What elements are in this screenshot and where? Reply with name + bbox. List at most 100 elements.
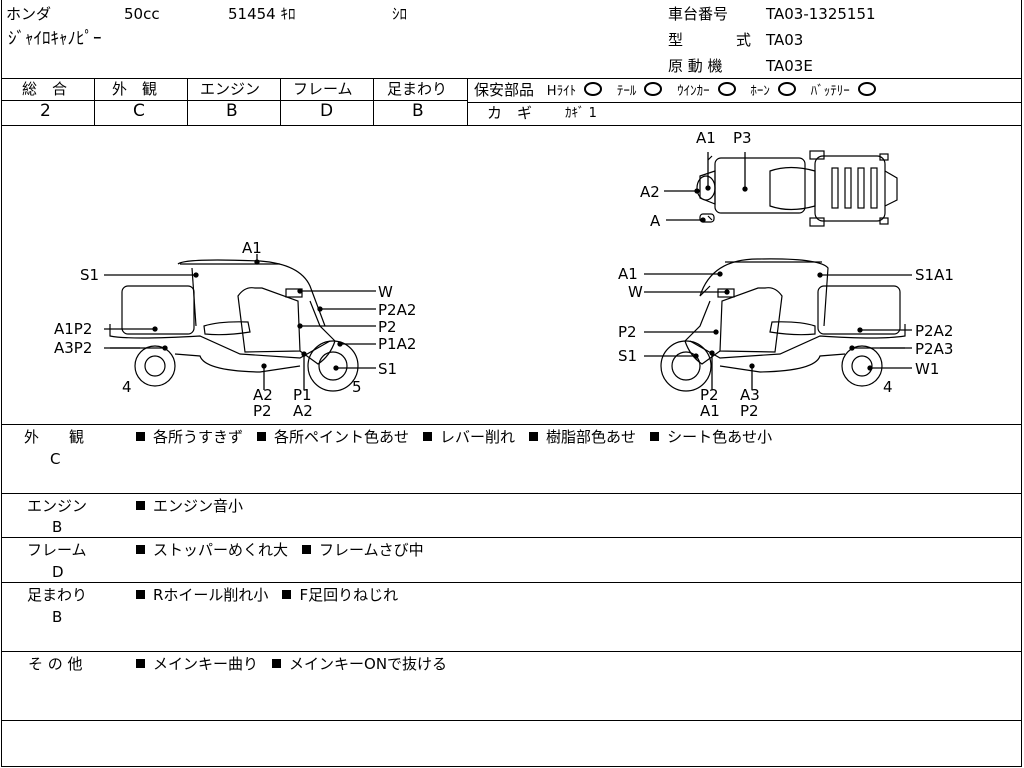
remark-items: ストッパーめくれ大 フレームさび中: [136, 541, 438, 559]
safety-item-winker: ｳｲﾝｶｰ: [677, 84, 710, 99]
safety-item-headlight: Hﾗｲﾄ: [546, 84, 577, 99]
divider: [468, 102, 1022, 103]
label-left-p2b: P2: [253, 402, 272, 420]
remark-item: ストッパーめくれ大: [153, 541, 289, 559]
divider: [187, 78, 188, 125]
circle-check-icon: [584, 82, 603, 96]
remark-items: 各所うすきず各所ペイント色あせレバー削れ樹脂部色あせシート色あせ小: [136, 428, 786, 446]
remark-grade: B: [52, 608, 63, 626]
bullet-icon: [136, 659, 145, 668]
remark-label: 外 観: [24, 428, 85, 446]
remark-items: エンジン音小: [136, 497, 257, 515]
label-right-s1a1: S1A1: [915, 266, 954, 284]
remark-grade: D: [52, 563, 64, 581]
bullet-icon: [423, 432, 433, 441]
label-left-4: 4: [122, 378, 132, 396]
label-left-5: 5: [352, 378, 362, 396]
label-left-s1: S1: [80, 266, 99, 284]
label-left-a1p2: A1P2: [54, 320, 92, 338]
remark-items: Rホイール削れ小 F足回りねじれ: [136, 586, 412, 604]
bullet-icon: [272, 659, 282, 668]
remark-label: そ の 他: [28, 655, 83, 673]
remark-items: メインキー曲りメインキーONで抜ける: [136, 655, 461, 673]
divider: [1, 100, 468, 101]
bullet-icon: [136, 590, 145, 599]
remark-item: F足回りねじれ: [299, 586, 399, 604]
bullet-icon: [302, 545, 312, 554]
remark-label: エンジン: [27, 497, 88, 515]
remark-item: Rホイール削れ小: [153, 586, 269, 604]
label-left-p1a2: P1A2: [378, 335, 416, 353]
exterior-label: 外 観: [112, 80, 158, 98]
divider: [467, 78, 468, 125]
overall-label: 総 合: [22, 80, 68, 98]
divider: [1, 720, 1022, 721]
safety-parts-row: 保安部品 Hﾗｲﾄ ﾃｰﾙ ｳｲﾝｶｰ ﾎｰﾝ ﾊﾞｯﾃﾘｰ: [474, 81, 886, 101]
remark-item: 各所うすきず: [153, 428, 244, 446]
label-right-w: W: [628, 283, 643, 301]
divider: [280, 78, 281, 125]
label-left-p1: P1: [293, 386, 312, 404]
label-right-4: 4: [883, 378, 893, 396]
frame-no-value: TA03-1325151: [766, 5, 876, 23]
remark-item: シート色あせ小: [667, 428, 773, 446]
divider: [1, 493, 1022, 494]
label-left-a2: A2: [253, 386, 273, 404]
engine-grade-label: エンジン: [200, 80, 261, 98]
divider: [1, 125, 1022, 126]
model-name: ｼﾞｬｲﾛｷｬﾉﾋﾟｰ: [8, 29, 102, 49]
remark-item: レバー削れ: [440, 428, 516, 446]
remark-label: 足まわり: [27, 586, 88, 604]
label-right-p2a3: P2A3: [915, 340, 953, 358]
label-right-w1: W1: [915, 360, 939, 378]
divider: [94, 78, 95, 125]
label-right-a3: A3: [740, 386, 760, 404]
divider: [1, 582, 1022, 583]
divider: [1, 424, 1022, 425]
color: ｼﾛ: [392, 5, 408, 23]
label-right-a1b: A1: [700, 402, 720, 420]
key-value: ｶｷﾞ 1: [565, 106, 597, 121]
label-right-p2a2: P2A2: [915, 322, 953, 340]
engine-label: 原 動 機: [668, 57, 723, 75]
label-right-s1: S1: [618, 347, 637, 365]
suspension-grade: B: [412, 101, 424, 121]
bullet-icon: [136, 432, 145, 441]
type-label-2: 式: [736, 31, 752, 49]
label-left-a3p2: A3P2: [54, 339, 92, 357]
safety-parts-label: 保安部品: [474, 81, 535, 99]
bullet-icon: [257, 432, 267, 441]
circle-check-icon: [777, 82, 796, 96]
divider: [1, 78, 1022, 79]
exterior-grade: C: [133, 101, 145, 121]
label-left-a2b: A2: [293, 402, 313, 420]
remark-grade: C: [50, 450, 61, 468]
bullet-icon: [529, 432, 539, 441]
frame-grade: D: [320, 101, 334, 121]
remark-grade: B: [52, 518, 63, 536]
remark-item: エンジン音小: [153, 497, 244, 515]
label-right-a1: A1: [618, 265, 638, 283]
divider: [1, 537, 1022, 538]
label-left-p2a2: P2A2: [378, 301, 416, 319]
frame-no-label: 車台番号: [668, 5, 729, 23]
suspension-grade-label: 足まわり: [387, 80, 448, 98]
remark-item: フレームさび中: [319, 541, 424, 559]
label-left-a1: A1: [242, 239, 262, 257]
scooter-right-view: [660, 258, 906, 392]
label-left-s1b: S1: [378, 360, 397, 378]
displacement: 50cc: [124, 5, 160, 23]
remark-item: メインキーONで抜ける: [289, 655, 448, 673]
safety-item-tail: ﾃｰﾙ: [616, 84, 637, 99]
mileage: 51454 ｷﾛ: [228, 5, 296, 23]
key-label: カ ギ: [487, 104, 533, 122]
engine-grade: B: [226, 101, 238, 121]
safety-item-battery: ﾊﾞｯﾃﾘｰ: [810, 84, 850, 99]
safety-item-horn: ﾎｰﾝ: [750, 84, 770, 99]
label-top-p3: P3: [733, 129, 752, 147]
bullet-icon: [650, 432, 660, 441]
label-right-p2c: P2: [740, 402, 759, 420]
divider: [373, 78, 374, 125]
type-label-1: 型: [668, 31, 684, 49]
